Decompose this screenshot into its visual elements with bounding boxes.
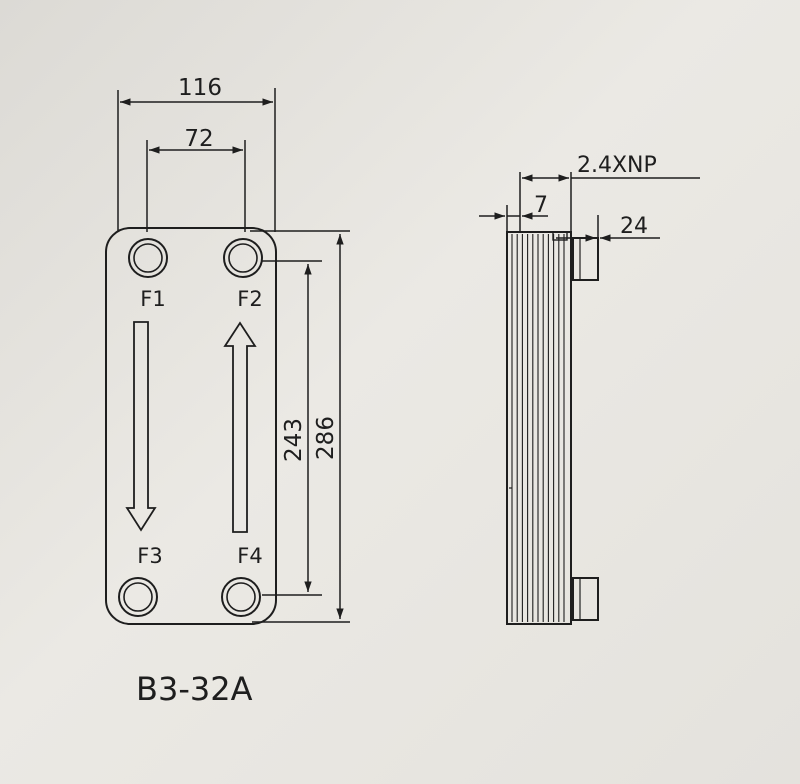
dimension-port-spacing: 72 (146, 126, 246, 232)
dimension-base: 7 (479, 193, 548, 232)
port-label-f3: F3 (137, 544, 162, 568)
port-label-f4: F4 (237, 544, 262, 568)
port-label-f1: F1 (140, 287, 165, 311)
flow-arrow-up-icon (223, 321, 257, 533)
port-f2 (223, 238, 263, 278)
model-label: B3-32A (136, 670, 253, 708)
connection-top (572, 237, 599, 281)
plate-outline (105, 227, 277, 625)
dimension-connection-label: 24 (620, 214, 648, 239)
port-f3 (118, 577, 158, 617)
connection-bottom (572, 577, 599, 621)
port-label-f2: F2 (237, 287, 262, 311)
front-view: F1 F2 F3 F4 116 72 286 (105, 75, 350, 625)
dimension-base-label: 7 (534, 193, 548, 218)
dimension-port-height-label: 243 (281, 418, 307, 462)
dimension-thickness: 2.4XNP (519, 153, 700, 232)
dimension-total-height-label: 286 (313, 416, 339, 460)
dimension-width-label: 116 (178, 75, 222, 101)
dimension-port-spacing-label: 72 (184, 126, 213, 152)
dimension-width: 116 (117, 75, 276, 232)
flow-arrow-down-icon (125, 321, 157, 532)
dimension-thickness-label: 2.4XNP (577, 153, 657, 178)
plate-stack (506, 231, 572, 625)
plate-lines (511, 234, 565, 622)
dimension-connection: 24 (556, 214, 660, 242)
port-f1 (128, 238, 168, 278)
side-view: 2.4XNP 7 24 (479, 153, 700, 625)
dimension-port-height: 243 (262, 260, 322, 596)
dimension-total-height: 286 (250, 230, 350, 623)
port-f4 (221, 577, 261, 617)
